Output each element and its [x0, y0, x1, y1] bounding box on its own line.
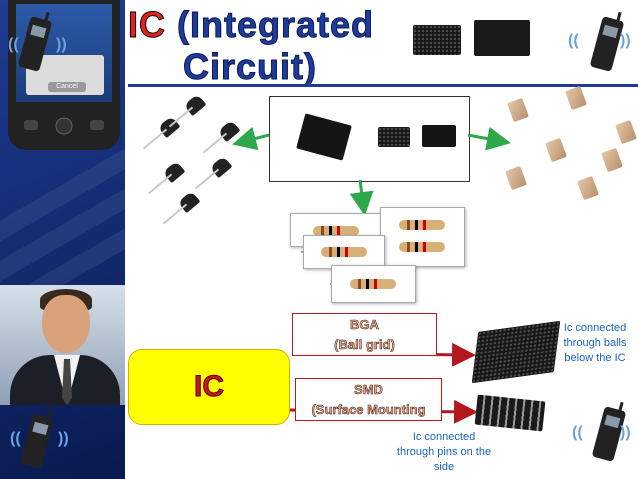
chip-showcase-box [269, 96, 470, 182]
title-integrated-word: (Integrated [177, 4, 375, 46]
businessman-photo [0, 285, 125, 405]
smd-title: SMD [354, 382, 383, 398]
signal-waves-icon: )) [620, 424, 631, 441]
bga-package-box: BGA (Ball grid) [292, 313, 437, 356]
title-ic-word: IC [128, 4, 166, 46]
bga-chip-image [413, 25, 461, 55]
ic-label: IC [194, 370, 225, 404]
bga-title: BGA [350, 317, 379, 333]
page-title-line2: Circuit) [183, 46, 317, 88]
smartphone-image: Cancel [8, 0, 120, 150]
bga-caption: Ic connected through balls below the IC [563, 322, 627, 364]
bga-chip-image [471, 320, 561, 384]
smd-caption: Ic connected through pins on the side [396, 431, 492, 473]
signal-waves-icon: (( [8, 36, 19, 53]
signal-waves-icon: (( [10, 430, 21, 447]
signal-waves-icon: (( [568, 32, 579, 49]
qfn-chip-image [474, 20, 530, 56]
bga-chip-image [378, 127, 410, 147]
signal-waves-icon: )) [56, 36, 67, 53]
smd-chip-image [474, 394, 546, 432]
smd-package-box: SMD (Surface Mounting [295, 378, 442, 421]
page-title-line1: IC (Integrated [128, 4, 374, 46]
title-underline [128, 84, 638, 87]
bga-subtitle: (Ball grid) [334, 337, 395, 353]
signal-waves-icon: )) [58, 430, 69, 447]
qfn-chip-image [422, 125, 456, 147]
phone-cancel-button: Cancel [48, 82, 86, 92]
signal-waves-icon: )) [620, 32, 631, 49]
soic-chip-image [296, 113, 352, 161]
phone-keys [24, 117, 104, 135]
ic-label-box: IC [128, 349, 290, 425]
signal-waves-icon: (( [572, 424, 583, 441]
smd-subtitle: (Surface Mounting [311, 402, 426, 418]
